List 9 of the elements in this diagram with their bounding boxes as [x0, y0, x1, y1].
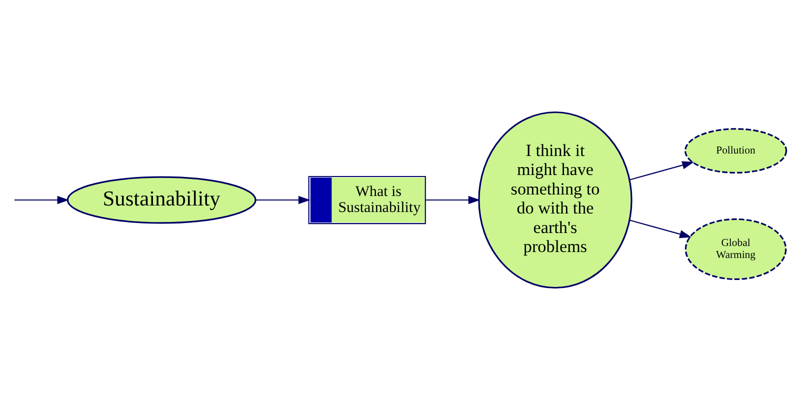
node-ellipse: Pollution [684, 128, 788, 174]
node-ellipse: Sustainability [66, 176, 256, 224]
arrow [426, 196, 480, 204]
arrow [255, 196, 310, 204]
arrow [14, 196, 70, 204]
node-ellipse: Global Warming [684, 218, 787, 280]
node-ellipse: I think it might have something to do with the earth's problems [478, 111, 632, 289]
arrow [630, 161, 694, 180]
arrow [630, 220, 692, 238]
